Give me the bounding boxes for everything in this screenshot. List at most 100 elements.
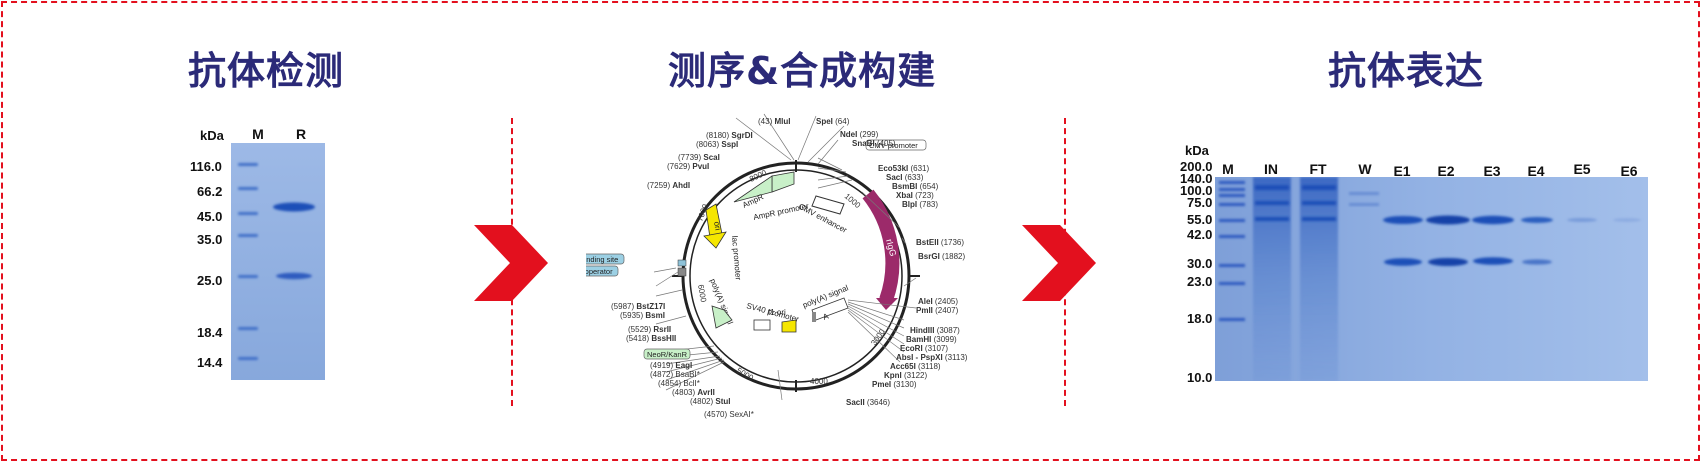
gel1-marker-label: 45.0 — [197, 209, 223, 224]
gel1-image — [231, 143, 325, 380]
site-pos: (631) — [910, 164, 930, 173]
site-name: BamHI — [906, 335, 932, 344]
gel2-lane-label: E2 — [1437, 163, 1455, 179]
feature-ori: ori — [712, 221, 722, 232]
plasmid-map: 1000 2000 3000 4000 5000 6000 7000 8000 … — [586, 113, 927, 401]
site-name: XbaI — [896, 191, 913, 200]
site-pos: (3107) — [924, 344, 949, 353]
site-name: ScaI — [703, 153, 720, 162]
site-pos: (783) — [919, 200, 939, 209]
arrow-right-icon — [1022, 225, 1096, 301]
site-name: AleI — [918, 297, 933, 306]
site-pos: (4802) — [690, 397, 714, 406]
title-antibody-detection: 抗体检测 — [188, 49, 345, 93]
site-pos: (654) — [919, 182, 939, 191]
gel2-lane-label: E4 — [1527, 163, 1545, 179]
boxed-label-lac-operator: lac operator — [586, 267, 613, 276]
site-pos: (64) — [835, 117, 850, 126]
gel2-marker-label: 100.0 — [1180, 183, 1213, 198]
site-name: Acc65I — [890, 362, 916, 371]
gel1-unit: kDa — [200, 128, 224, 143]
boxed-label-cmv-promoter: CMV promoter — [869, 141, 918, 150]
site-pos: (8180) — [706, 131, 730, 140]
site-pos: (4570) — [704, 410, 728, 419]
site-name: NdeI — [840, 130, 858, 139]
site-name: BclI* — [683, 379, 700, 388]
feature-lac-promoter: lac promoter — [730, 235, 743, 280]
site-name: AbsI - PspXI — [896, 353, 943, 362]
site-name: Eco53kI — [878, 164, 909, 173]
site-name: PmeI — [872, 380, 892, 389]
gel1-marker-label: 116.0 — [190, 159, 222, 174]
site-name: SexAI* — [729, 410, 754, 419]
site-pos: (5418) — [626, 334, 650, 343]
tick-label: 6000 — [696, 284, 708, 304]
gel2-lane-label: E5 — [1573, 161, 1591, 177]
gel1-marker-label: 35.0 — [197, 232, 223, 247]
site-name: HindIII — [910, 326, 935, 335]
site-pos: (4854) — [658, 379, 682, 388]
gel2-lane-label: E1 — [1393, 163, 1411, 179]
site-pos: (1882) — [942, 252, 966, 261]
site-name: SspI — [721, 140, 739, 149]
site-pos: (723) — [915, 191, 934, 200]
gel1-marker-label: 25.0 — [197, 273, 223, 288]
site-pos: (3099) — [933, 335, 957, 344]
arrow-right-icon — [474, 225, 548, 301]
site-name: StuI — [715, 397, 731, 406]
site-name: BstEII — [916, 238, 939, 247]
site-pos: (3087) — [936, 326, 960, 335]
site-name: RsrII — [653, 325, 672, 334]
site-name: MluI — [774, 117, 791, 126]
site-pos: (1736) — [940, 238, 965, 247]
gel2-lane-label: M — [1222, 161, 1234, 177]
title-antibody-expression: 抗体表达 — [1328, 49, 1485, 93]
site-name: BsrGI — [918, 252, 940, 261]
feature-f1-ori: f1 ori — [768, 308, 786, 317]
gel2-lane-label: E6 — [1620, 163, 1638, 179]
site-name: PvuI — [692, 162, 710, 171]
site-pos: (2407) — [935, 306, 959, 315]
gel2-marker-label: 140.0 — [1180, 171, 1213, 186]
title-sequencing: 测序&合成构建 — [668, 49, 937, 93]
site-name: BstZ17I — [636, 302, 666, 311]
gel2-marker-label: 42.0 — [1187, 227, 1213, 242]
site-pos: (5935) — [620, 311, 644, 320]
gel1-marker-label: 66.2 — [197, 184, 223, 199]
site-pos: (43) — [758, 117, 773, 126]
site-pos: (5987) — [611, 302, 635, 311]
site-name: KpnI — [884, 371, 902, 380]
site-pos: (7629) — [667, 162, 691, 171]
gel2-marker-label: 200.0 — [1180, 159, 1213, 174]
gel2-image — [1215, 177, 1648, 381]
site-pos: (5529) — [628, 325, 652, 334]
site-pos: (3113) — [944, 353, 968, 362]
site-pos: (4919) — [650, 361, 674, 370]
gel2-lane-label: E3 — [1483, 163, 1501, 179]
site-pos: (7739) — [678, 153, 702, 162]
feature-a: A — [822, 311, 831, 322]
site-name: BssHII — [651, 334, 677, 343]
site-pos: (7259) — [647, 181, 671, 190]
gel2-marker-label: 23.0 — [1187, 274, 1213, 289]
gel2-marker-label: 30.0 — [1187, 256, 1213, 271]
site-name: PmlI — [916, 306, 933, 315]
gel2-lane-label: IN — [1264, 161, 1278, 177]
site-pos: (299) — [859, 130, 879, 139]
gel2-lane-label: FT — [1309, 161, 1327, 177]
site-pos: (4803) — [672, 388, 696, 397]
site-pos: (2405) — [934, 297, 959, 306]
site-pos: (405) — [876, 139, 896, 148]
site-pos: (3130) — [893, 380, 917, 389]
site-name: SnaBI — [852, 139, 875, 148]
site-name: AhdI — [672, 181, 691, 190]
site-pos: (3646) — [866, 398, 891, 407]
gel2-marker-label: 75.0 — [1187, 195, 1213, 210]
site-name: BsmI — [645, 311, 665, 320]
gel2-unit: kDa — [1185, 143, 1209, 158]
site-name: BsaBI* — [675, 370, 700, 379]
site-name: BsmBI — [892, 182, 918, 191]
tick-label: 4000 — [810, 377, 828, 386]
site-name: AvrII — [697, 388, 715, 397]
